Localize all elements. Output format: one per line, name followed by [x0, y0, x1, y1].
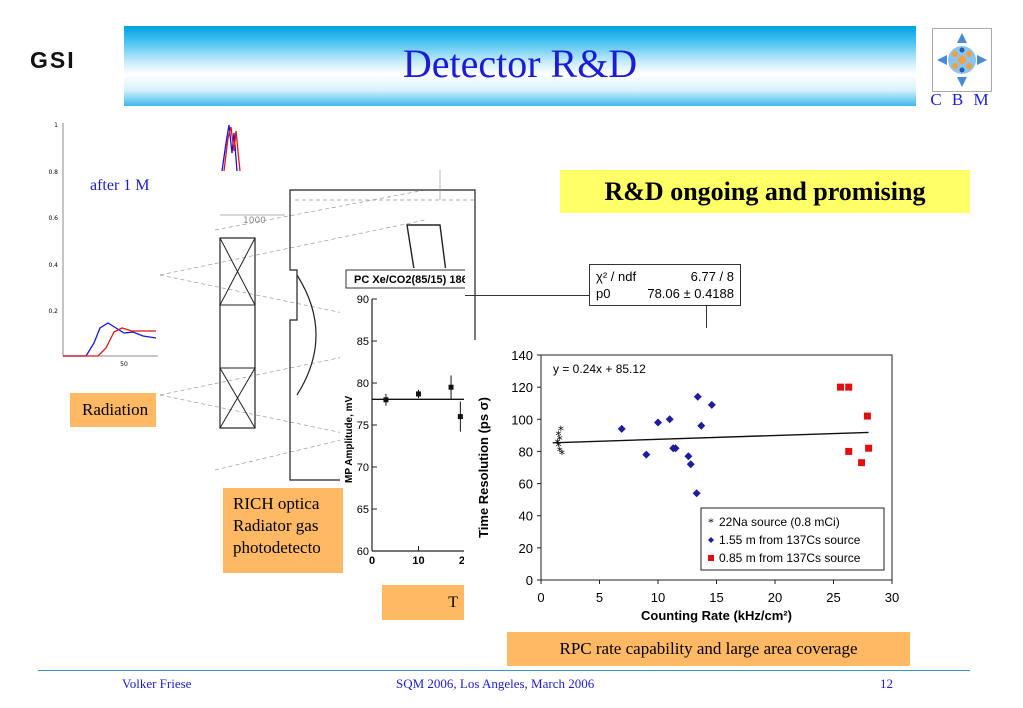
- fit-connector: [706, 306, 707, 328]
- chi2-value: 6.77 / 8: [690, 269, 734, 284]
- title-banner: [124, 26, 916, 106]
- rpc-cs085-point: [845, 383, 853, 391]
- rpc-cs155-point: [617, 424, 626, 433]
- rad-ytick: 0.8: [48, 169, 58, 176]
- rpc-xtick-label: 25: [826, 590, 840, 605]
- mp-data-point: [448, 384, 454, 390]
- rpc-legend-label: 1.55 m from 137Cs source: [719, 533, 861, 547]
- page-number: 12: [880, 676, 893, 691]
- mp-ytick-label: 65: [357, 504, 369, 516]
- rad-ytick: 0.4: [48, 262, 58, 269]
- rpc-caption: RPC rate capability and large area cover…: [507, 632, 910, 666]
- rpc-ytick-label: 60: [519, 477, 533, 492]
- rpc-cs085-point: [865, 444, 873, 452]
- peak-fragment: [220, 123, 242, 173]
- mp-ytick-label: 90: [357, 294, 369, 306]
- rpc-cs155-point: [693, 392, 702, 401]
- rpc-fit-equation: y = 0.24x + 85.12: [553, 362, 646, 376]
- rpc-legend-label: 0.85 m from 137Cs source: [719, 551, 861, 565]
- mp-ytick-label: 70: [357, 462, 369, 474]
- rpc-cs155-point: [697, 421, 706, 430]
- rpc-na-point: *: [554, 436, 560, 450]
- rpc-legend-label: 22Na source (0.8 mCi): [719, 515, 840, 529]
- rpc-ylabel: Time Resolution (ps σ): [476, 397, 491, 538]
- rpc-xtick-label: 5: [596, 590, 603, 605]
- rpc-xtick-label: 15: [709, 590, 723, 605]
- footer-divider: [38, 670, 970, 671]
- rpc-ytick-label: 40: [519, 509, 533, 524]
- mp-ytick-label: 85: [357, 336, 369, 348]
- rpc-cs155-point: [642, 450, 651, 459]
- rpc-legend-marker: *: [708, 515, 714, 529]
- t-caption: T: [382, 585, 464, 620]
- mp-ytick-label: 60: [357, 546, 369, 558]
- chi2-label: χ² / ndf: [596, 269, 637, 284]
- rpc-fit-line: [552, 431, 869, 444]
- mp-data-point: [416, 391, 421, 397]
- gsi-logo: GSI: [30, 47, 76, 73]
- mp-amplitude-chart: PC Xe/CO2(85/15) 186-190 MP Amplitude, m…: [340, 268, 533, 573]
- after-text: after 1 M: [90, 177, 150, 194]
- rpc-legend: [700, 507, 885, 571]
- rpc-na-point: *: [556, 428, 562, 442]
- rpc-cs085-point: [858, 459, 866, 467]
- footer-author: Volker Friese: [122, 676, 192, 691]
- rad-xtick: 50: [120, 361, 128, 368]
- footer-conference: SQM 2006, Los Angeles, March 2006: [396, 676, 595, 691]
- rpc-legend-marker: [708, 537, 714, 543]
- mp-ytick-label: 75: [357, 420, 369, 432]
- rpc-ytick-label: 120: [511, 380, 533, 395]
- rpc-ytick-label: 80: [519, 444, 533, 459]
- fit-connector-horizontal: [465, 295, 589, 296]
- mp-data-point: [457, 414, 463, 420]
- rpc-legend-marker: [708, 555, 714, 561]
- mp-ytick-label: 80: [357, 378, 369, 390]
- rpc-na-point: *: [556, 440, 562, 454]
- rpc-cs155-point: [665, 415, 674, 424]
- rpc-na-point: *: [557, 444, 563, 458]
- mp-xtick-label: 0: [369, 555, 375, 567]
- rpc-ytick-label: 0: [526, 573, 533, 588]
- p0-label: p0: [596, 286, 611, 301]
- rpc-cs085-point: [863, 412, 871, 420]
- rpc-cs155-point: [654, 418, 662, 427]
- rpc-xtick-label: 0: [537, 590, 544, 605]
- rpc-cs155-point: [686, 460, 695, 469]
- rpc-xtick-label: 10: [651, 590, 665, 605]
- fit-stats-box: χ² / ndf 6.77 / 8 p0 78.06 ± 0.4188: [589, 264, 741, 306]
- rich-optics-drawing: 1000: [155, 170, 535, 500]
- rpc-na-point: *: [559, 448, 565, 462]
- rpc-ytick-label: 100: [511, 412, 533, 427]
- radiation-caption: Radiation: [70, 393, 156, 427]
- rpc-cs155-point: [692, 489, 701, 498]
- radiation-plot: 1 0.8 0.6 0.4 0.2 50 after 1 M: [38, 118, 158, 378]
- rpc-xlabel: Counting Rate (kHz/cm²): [641, 608, 792, 623]
- mp-chart-title: PC Xe/CO2(85/15) 186-190: [354, 274, 465, 286]
- mp-ylabel: MP Amplitude, mV: [344, 395, 355, 483]
- rpc-na-point: *: [558, 424, 564, 438]
- rpc-cs085-point: [845, 447, 853, 455]
- rad-ytick: 0.2: [48, 308, 58, 315]
- rpc-na-point: *: [557, 433, 563, 447]
- mp-data-point: [383, 397, 389, 403]
- mp-xtick-label: 10: [412, 555, 424, 567]
- p0-value: 78.06 ± 0.4188: [647, 286, 734, 301]
- rpc-ytick-label: 20: [519, 541, 533, 556]
- cbm-logo-text: C B M: [930, 90, 992, 109]
- rpc-xtick-label: 20: [768, 590, 782, 605]
- rpc-cs155-point: [684, 452, 693, 461]
- rpc-ytick-label: 140: [511, 348, 533, 363]
- rpc-xtick-label: 30: [885, 590, 899, 605]
- rad-ytick: 1: [54, 122, 58, 129]
- rad-ytick: 0.6: [48, 215, 58, 222]
- rd-status-label: R&D ongoing and promising: [560, 170, 970, 213]
- rpc-cs155-point: [671, 444, 680, 453]
- rich-caption: RICH optica Radiator gas photodetecto: [223, 488, 343, 573]
- rpc-cs085-point: [837, 383, 845, 391]
- slide-title: Detector R&D: [402, 41, 638, 86]
- dimension-label: 1000: [243, 216, 266, 226]
- cbm-logo: [932, 28, 992, 92]
- rpc-cs155-point: [707, 400, 716, 409]
